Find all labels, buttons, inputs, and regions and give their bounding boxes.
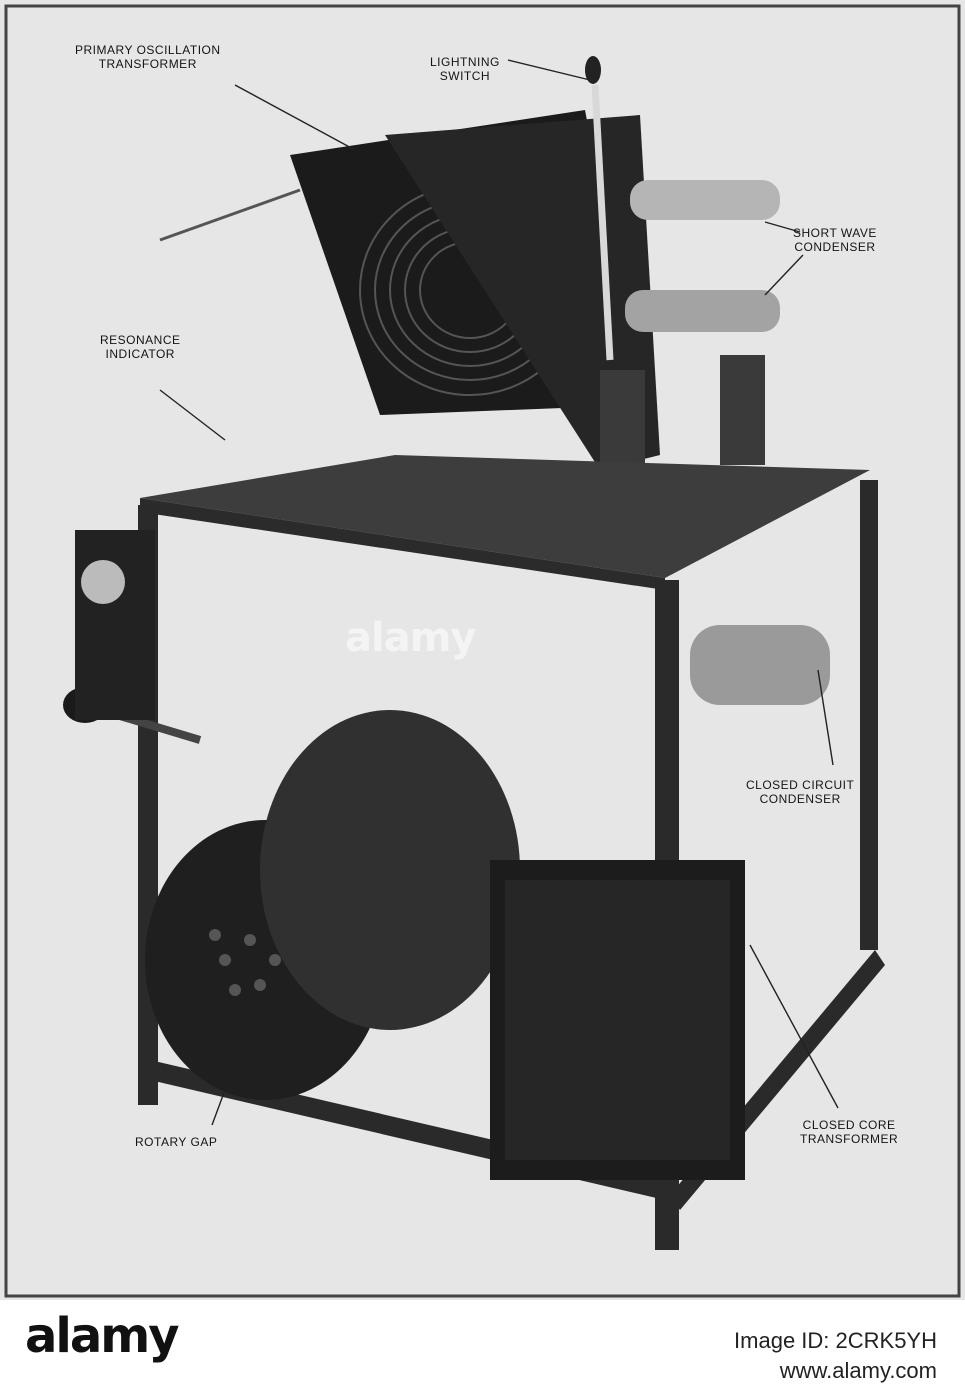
closed-circuit-condenser (690, 625, 830, 705)
label-lightning-switch: LIGHTNING SWITCH (430, 55, 500, 83)
switch-rod (591, 84, 614, 361)
label-primary-oscillation-transformer: PRIMARY OSCILLATION TRANSFORMER (75, 43, 221, 71)
condenser-tube-lower (625, 290, 780, 332)
photo: PRIMARY OSCILLATION TRANSFORMER LIGHTNIN… (0, 0, 965, 1300)
label-rotary-gap: ROTARY GAP (135, 1135, 218, 1149)
watermark: alamy (345, 615, 476, 661)
apparatus-illustration (4, 4, 961, 1298)
label-short-wave-condenser: SHORT WAVE CONDENSER (793, 226, 877, 254)
alamy-logo: alamy (25, 1308, 180, 1364)
leader-lines (159, 59, 839, 1126)
label-closed-core-transformer: CLOSED CORE TRANSFORMER (800, 1118, 899, 1146)
condenser-tube-upper (630, 180, 780, 220)
image-id: Image ID: 2CRK5YH (734, 1328, 937, 1353)
footer-bar: alamy Image ID: 2CRK5YH www.alamy.com (0, 1300, 965, 1390)
label-resonance-indicator: RESONANCE INDICATOR (100, 333, 181, 361)
table-top (140, 455, 870, 578)
label-closed-circuit-condenser: CLOSED CIRCUIT CONDENSER (746, 778, 855, 806)
footer-meta: Image ID: 2CRK5YH www.alamy.com (734, 1328, 937, 1388)
site-url: www.alamy.com (779, 1358, 937, 1383)
insulators (600, 355, 765, 470)
